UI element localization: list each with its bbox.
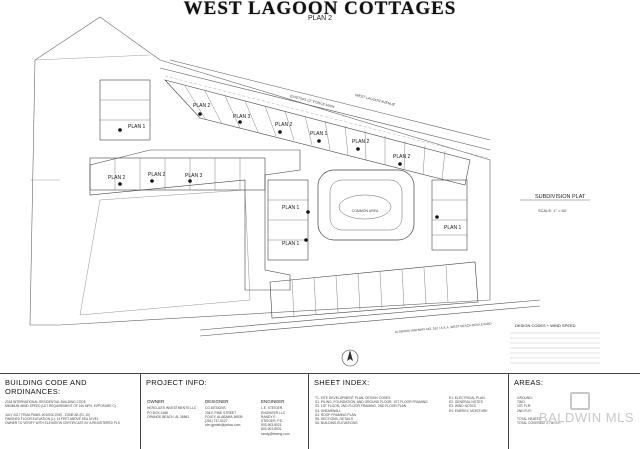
plan-label: PLAN 1 — [282, 205, 299, 211]
areas-heading: AREAS: — [514, 378, 544, 387]
middle-row-lots — [89, 157, 266, 191]
plan-label: PLAN 2 — [352, 139, 369, 145]
building-code-panel: BUILDING CODE AND ORDINANCES: 2018 INTER… — [0, 374, 140, 449]
sheet-index-col2: E1. ELECTRICAL PLAN E2. GENERAL NOTES E3… — [449, 396, 488, 413]
property-boundary — [29, 16, 491, 326]
engineer-title: ENGINEER — [261, 399, 285, 405]
watermark: BALDWIN MLS — [538, 410, 634, 425]
areas-panel: AREAS: GROUND: TWO: 1ST FLR: 2ND FLR: TO… — [508, 374, 640, 449]
designer-text: CG DESIGNS 208 E PINE STREET FOLEY, ALAB… — [205, 406, 243, 428]
scale-label: SCALE: 1" = 60' — [538, 208, 567, 213]
common-area-loop — [317, 169, 415, 241]
designer-title: DESIGNER — [205, 399, 229, 405]
sheet-index-panel: SHEET INDEX: T1. SITE DEVELOPMENT PLAN, … — [308, 374, 508, 449]
plan-label: PLAN 1 — [444, 225, 461, 231]
top-row-dividers — [184, 85, 446, 181]
plan-label: PLAN 3 — [185, 173, 202, 179]
sheet-index-heading: SHEET INDEX: — [314, 378, 370, 387]
owner-title: OWNER — [147, 399, 165, 405]
open-parcel — [79, 189, 251, 316]
right-column-lots — [431, 179, 468, 251]
highway-label: ALABAMA HIGHWAY NO. 182 / A.K.A. WEST BE… — [395, 321, 493, 334]
pond — [338, 194, 392, 220]
plan-label: PLAN 3 — [233, 114, 250, 120]
owner-text: HERCULES INVESTMENTS LLC PO BOX 2488 ORA… — [147, 406, 197, 419]
highway-line — [199, 299, 541, 331]
bottom-row-lots — [269, 261, 479, 319]
plan-label: PLAN 2 — [148, 172, 165, 178]
plan-label: PLAN 2 — [275, 122, 292, 128]
subdivision-plat-label: SUBDIVISION PLAT — [535, 194, 586, 200]
page-subtitle: PLAN 2 — [307, 15, 333, 22]
top-row-lots — [164, 79, 471, 186]
engineer-text: L.E. STEIGER, ENGINEER LLC RANDY E. STEI… — [261, 406, 290, 436]
project-info-heading: PROJECT INFO: — [146, 378, 207, 387]
design-codes-heading: DESIGN CODES + WIND SPEED — [515, 323, 576, 328]
road-top-label: WEST LAGOON AVENUE — [355, 93, 396, 107]
watermark-logo-icon — [570, 392, 590, 410]
building-code-text: 2018 INTERNATIONAL RESIDENTIAL BUILDING … — [5, 400, 120, 426]
plan-label: PLAN 2 — [108, 175, 125, 181]
plan-label: PLAN 2 — [193, 103, 210, 109]
plan-label: PLAN 1 — [282, 241, 299, 247]
plan-label: PLAN 2 — [393, 154, 410, 160]
common-area-label: COMMON AREA — [352, 209, 379, 213]
left-cluster-lots — [99, 79, 151, 141]
page-title: WEST LAGOON COTTAGES — [183, 0, 457, 19]
sheet-index-col1: T1. SITE DEVELOPMENT PLAN, DESIGN CODES … — [315, 396, 428, 426]
north-arrow-icon — [341, 349, 359, 367]
title-block — [0, 373, 640, 449]
plan-label: PLAN 1 — [310, 131, 327, 137]
plan-label: PLAN 1 — [128, 124, 145, 130]
building-code-heading: BUILDING CODE AND ORDINANCES: — [5, 378, 87, 396]
areas-text: GROUND: TWO: 1ST FLR: 2ND FLR: TOTAL HEA… — [517, 396, 562, 426]
site-plan-drawing: WEST LAGOON AVENUE EXISTING 12" FORCE MA… — [29, 16, 600, 367]
road-line — [169, 59, 491, 141]
